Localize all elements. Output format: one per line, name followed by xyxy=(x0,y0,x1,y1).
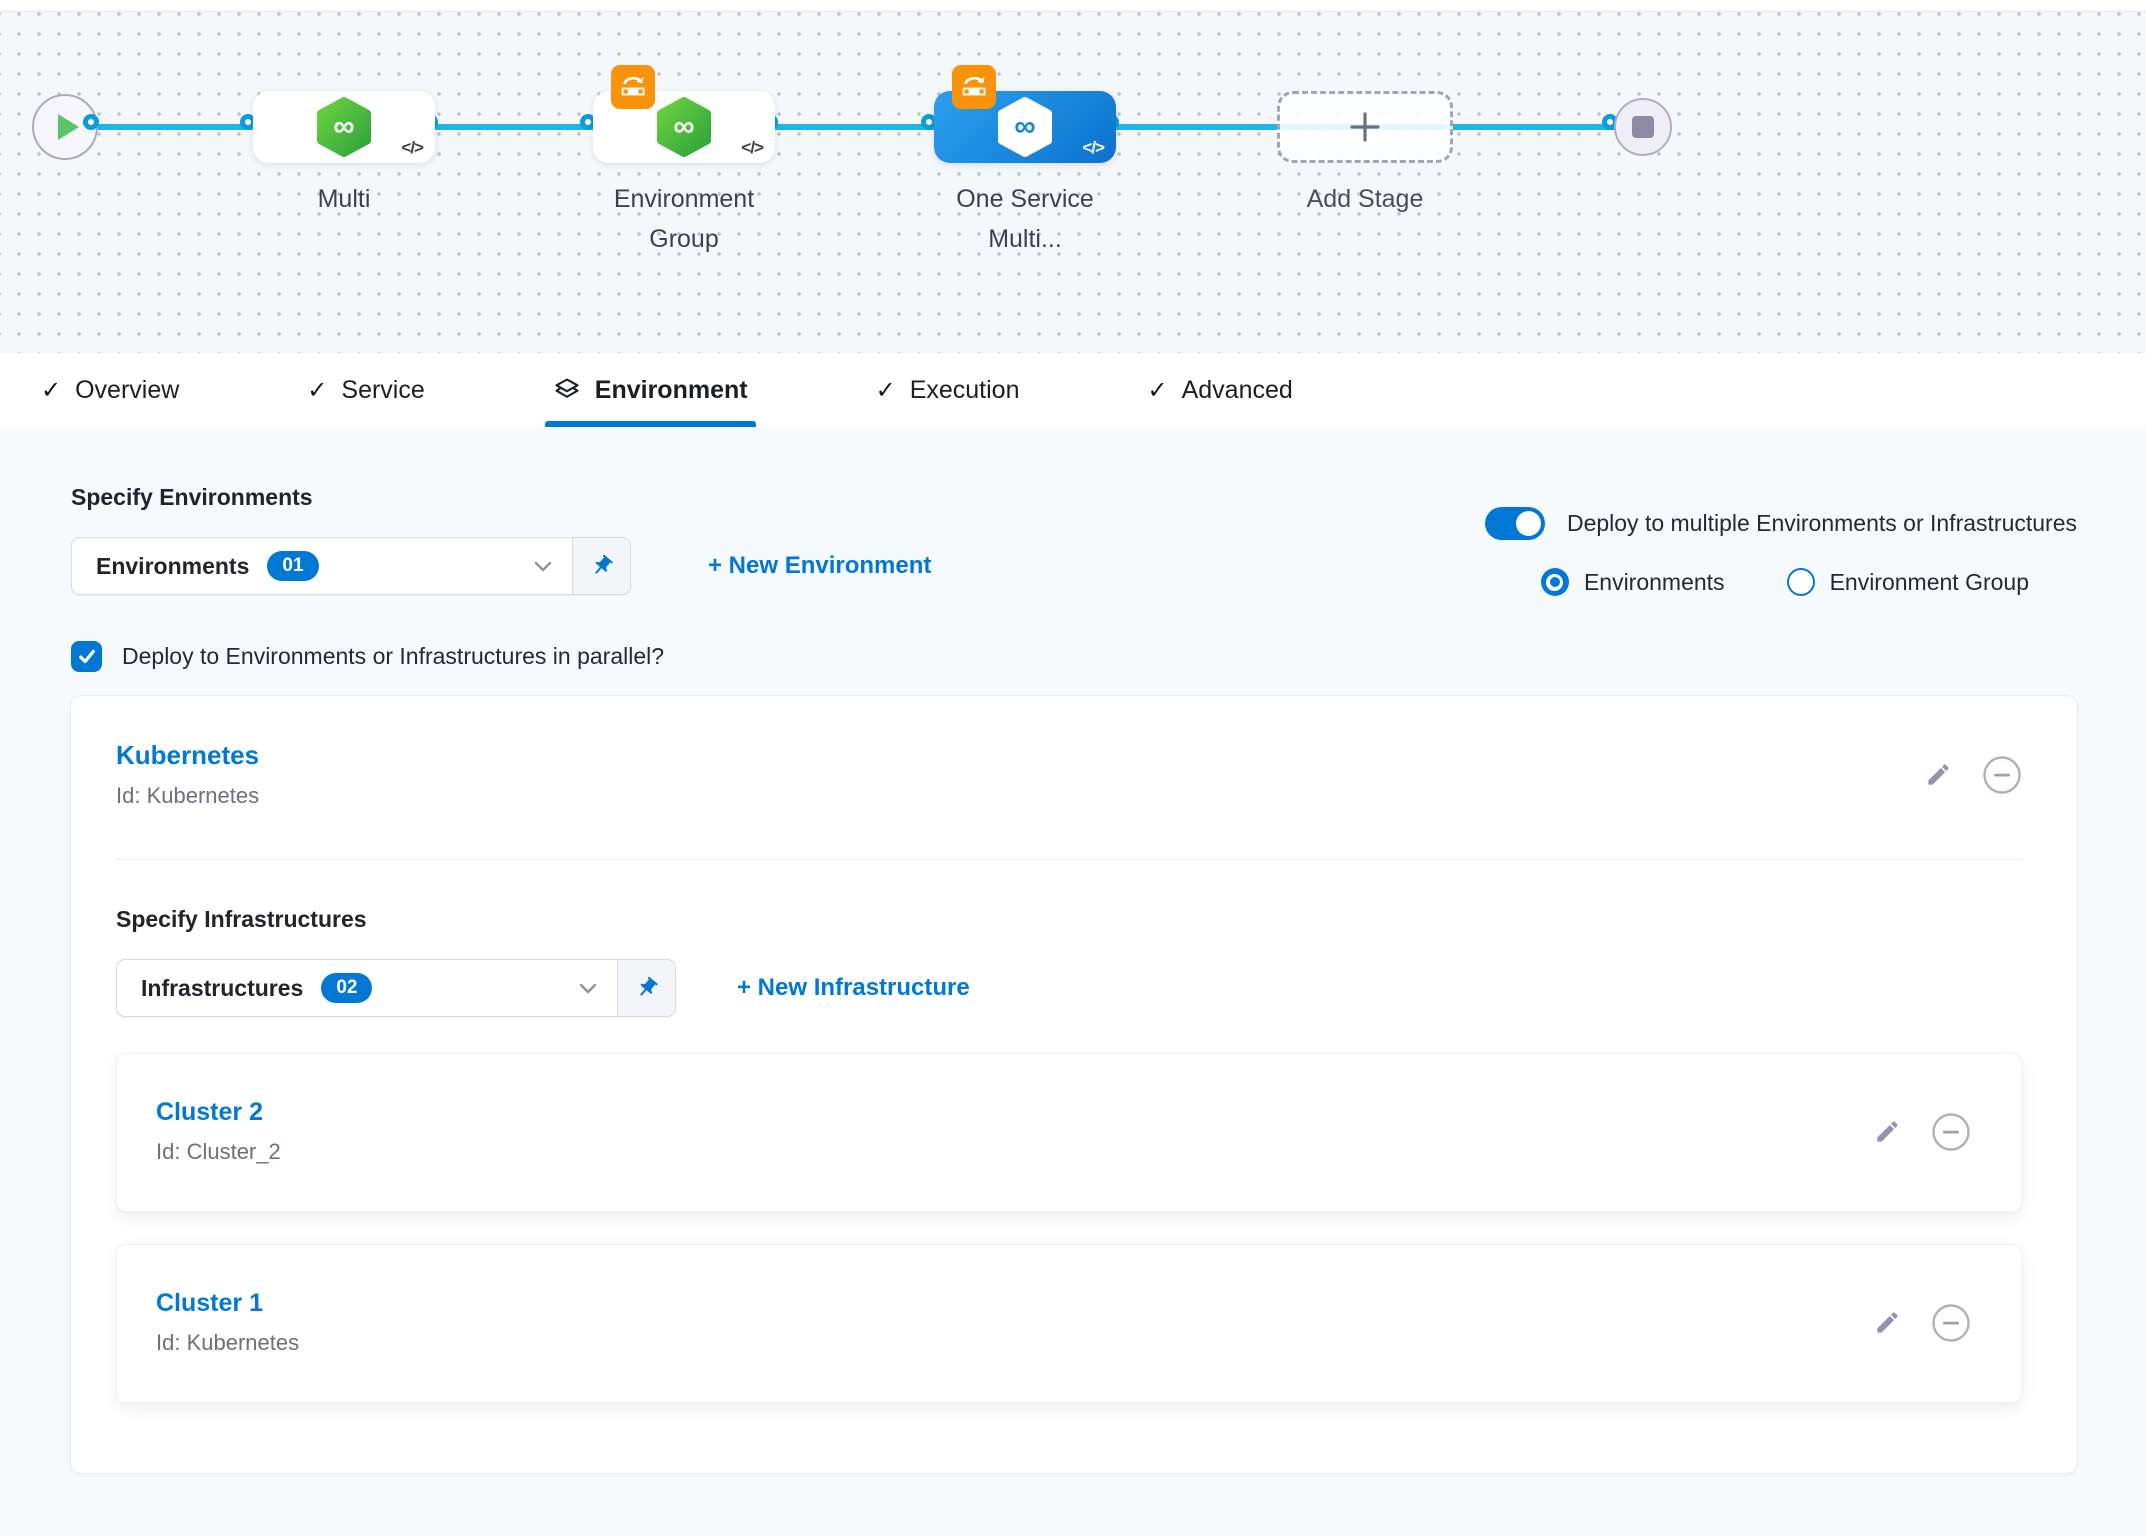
minus-circle-icon xyxy=(1932,1303,1970,1342)
check-icon: ✓ xyxy=(875,376,896,404)
minus-circle-icon xyxy=(1983,755,2021,794)
count-badge: 01 xyxy=(267,551,319,581)
edit-infrastructure-button[interactable] xyxy=(1874,1118,1901,1145)
tab-execution[interactable]: ✓ Execution xyxy=(876,353,1020,427)
chevron-down-icon xyxy=(579,983,597,994)
environment-card-kubernetes: Kubernetes Id: Kubernetes xyxy=(71,696,2077,1473)
environment-layers-icon xyxy=(555,378,579,398)
pipeline-start-node[interactable] xyxy=(32,94,98,160)
tab-overview[interactable]: ✓ Overview xyxy=(41,353,179,427)
pencil-icon xyxy=(1928,764,1949,785)
tab-label: Execution xyxy=(909,375,1020,404)
top-strip xyxy=(0,0,2146,12)
rollback-badge-icon xyxy=(611,65,655,109)
code-icon: </> xyxy=(401,138,424,157)
check-icon: ✓ xyxy=(41,376,62,404)
infrastructure-title-link[interactable]: Cluster 1 xyxy=(156,1289,263,1317)
svg-text:∞: ∞ xyxy=(333,110,354,143)
tab-environment[interactable]: Environment xyxy=(544,353,756,427)
stage-label-one-service-multi: One Service Multi... xyxy=(956,185,1094,253)
code-icon: </> xyxy=(741,138,764,157)
pin-icon xyxy=(639,976,658,996)
environment-tab-content: Specify Environments Environments 01 xyxy=(0,427,2146,1536)
plus-icon xyxy=(1350,112,1380,142)
environment-id-text: Id: Kubernetes xyxy=(116,783,260,808)
tab-label: Overview xyxy=(75,375,180,404)
deploy-multiple-toggle[interactable] xyxy=(1484,507,1545,540)
add-stage-button[interactable] xyxy=(1277,91,1453,163)
pin-icon xyxy=(594,554,613,574)
edit-environment-button[interactable] xyxy=(1925,761,1952,788)
pencil-icon xyxy=(1877,1312,1898,1333)
radio-environments-label: Environments xyxy=(1583,568,1725,595)
chevron-down-icon xyxy=(534,561,552,572)
infrastructure-id-text: Id: Cluster_2 xyxy=(156,1139,281,1164)
minus-circle-icon xyxy=(1932,1112,1970,1151)
infrastructure-title-link[interactable]: Cluster 2 xyxy=(156,1098,263,1126)
stage-node-multi[interactable]: ∞ </> xyxy=(253,91,435,163)
tab-label: Advanced xyxy=(1181,375,1293,404)
harness-stage-icon: ∞ xyxy=(998,97,1052,157)
dropdown-label: Infrastructures xyxy=(141,974,304,1001)
play-icon xyxy=(57,114,79,140)
stage-label-add-stage: Add Stage xyxy=(1306,185,1424,213)
pencil-icon xyxy=(1877,1121,1898,1142)
code-icon: </> xyxy=(1082,138,1105,157)
infrastructure-id-text: Id: Kubernetes xyxy=(156,1330,300,1355)
new-infrastructure-link[interactable]: + New Infrastructure xyxy=(737,974,970,1001)
specify-environments-heading: Specify Environments xyxy=(71,484,313,510)
svg-text:∞: ∞ xyxy=(673,110,694,143)
radio-selected-icon xyxy=(1540,568,1569,596)
port xyxy=(83,114,99,130)
radio-unselected-icon xyxy=(1786,568,1815,596)
dropdown-label: Environments xyxy=(96,552,250,579)
infrastructures-dropdown-value[interactable]: Infrastructures 02 xyxy=(117,960,617,1016)
check-icon xyxy=(78,649,95,664)
radio-environment-group-label: Environment Group xyxy=(1829,568,2029,595)
count-badge: 02 xyxy=(321,973,373,1003)
environments-dropdown: Environments 01 xyxy=(71,537,631,595)
tab-service[interactable]: ✓ Service xyxy=(307,353,424,427)
stage-node-one-service-multi[interactable]: ∞ </> xyxy=(934,65,1116,163)
stage-label-environment-group: Environment Group xyxy=(613,185,755,253)
infrastructure-card-cluster-1: Cluster 1 Id: Kubernetes xyxy=(116,1244,2022,1403)
environment-title-link[interactable]: Kubernetes xyxy=(116,740,260,770)
card-divider xyxy=(116,859,2022,860)
infrastructures-dropdown: Infrastructures 02 xyxy=(116,959,676,1017)
harness-stage-icon: ∞ xyxy=(317,97,371,157)
stage-config-tabbar: ✓ Overview ✓ Service Environment ✓ Execu… xyxy=(0,353,2146,427)
check-icon: ✓ xyxy=(1147,376,1168,404)
check-icon: ✓ xyxy=(307,376,328,404)
edit-infrastructure-button[interactable] xyxy=(1874,1309,1901,1336)
environments-dropdown-value[interactable]: Environments 01 xyxy=(72,538,572,594)
infrastructure-card-cluster-2: Cluster 2 Id: Cluster_2 xyxy=(116,1053,2022,1212)
svg-text:∞: ∞ xyxy=(1014,110,1035,143)
remove-environment-button[interactable] xyxy=(1982,755,2022,795)
harness-stage-icon: ∞ xyxy=(657,97,711,157)
stage-label-multi: Multi xyxy=(317,185,371,213)
radio-environment-group[interactable]: Environment Group xyxy=(1786,568,2029,596)
stage-node-environment-group[interactable]: ∞ </> xyxy=(593,65,775,163)
tab-label: Service xyxy=(341,375,425,404)
remove-infrastructure-button[interactable] xyxy=(1931,1303,1971,1343)
parallel-checkbox[interactable] xyxy=(71,641,102,672)
tab-advanced[interactable]: ✓ Advanced xyxy=(1147,353,1292,427)
pipeline-canvas[interactable]: ∞ </> ∞ </> xyxy=(0,12,2146,353)
deploy-multiple-toggle-label: Deploy to multiple Environments or Infra… xyxy=(1566,510,2077,536)
stop-icon xyxy=(1632,116,1654,138)
pin-button[interactable] xyxy=(617,960,675,1016)
specify-infrastructures-heading: Specify Infrastructures xyxy=(116,906,367,932)
toggle-knob xyxy=(1515,511,1541,536)
rollback-badge-icon xyxy=(952,65,996,109)
radio-environments[interactable]: Environments xyxy=(1540,568,1725,596)
tab-label: Environment xyxy=(594,375,748,404)
new-environment-link[interactable]: + New Environment xyxy=(708,552,932,579)
pin-button[interactable] xyxy=(572,538,630,594)
parallel-checkbox-label: Deploy to Environments or Infrastructure… xyxy=(122,643,665,669)
pipeline-connector-line xyxy=(66,124,1618,130)
pipeline-end-node[interactable] xyxy=(1614,98,1672,156)
remove-infrastructure-button[interactable] xyxy=(1931,1112,1971,1152)
